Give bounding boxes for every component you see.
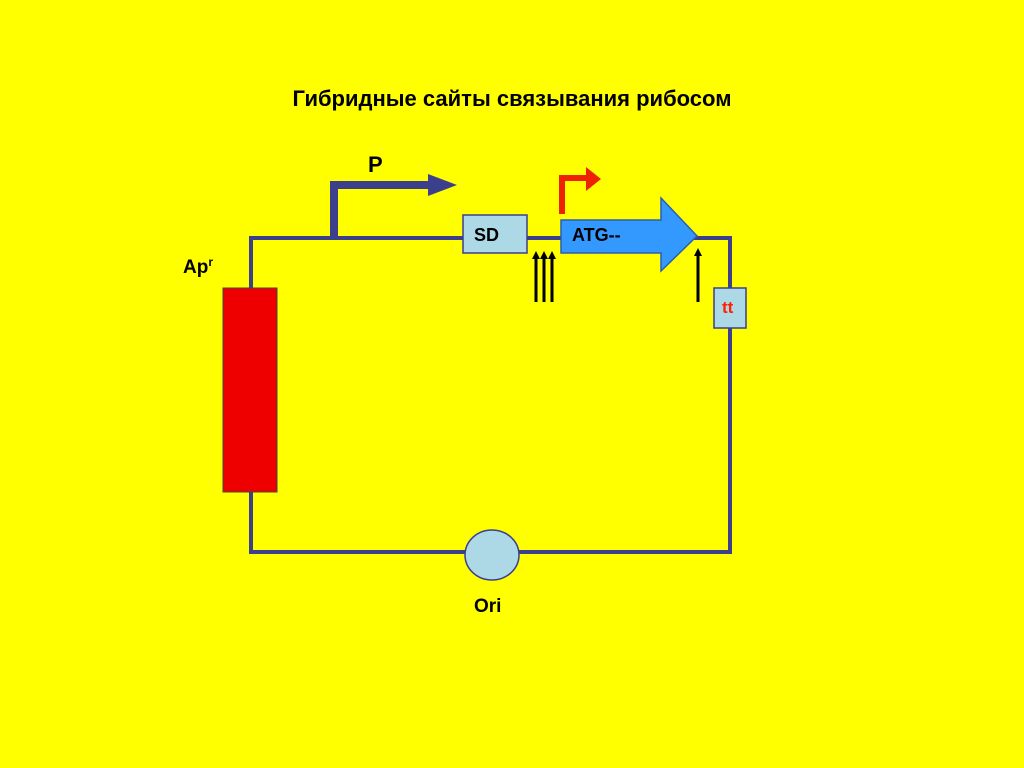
- sd-label: SD: [474, 225, 500, 245]
- resistance-label: Apr: [183, 255, 213, 279]
- new-promoter-arrow-shaft: [559, 175, 588, 214]
- new-promoter-arrow: [559, 167, 601, 214]
- gene-label: ATG--: [572, 225, 621, 245]
- gene-arrow: [560, 196, 699, 273]
- promoter-arrow-head: [428, 174, 457, 196]
- promoter-label: P: [368, 152, 383, 177]
- resistance-label-superscript: r: [208, 255, 213, 269]
- plasmid-backbone: [249, 236, 732, 554]
- promoter-arrow: [330, 174, 457, 238]
- ampicillin-resistance-gene: [222, 287, 278, 493]
- new-promoter-arrow-head: [586, 167, 601, 191]
- promoter-arrow-shaft: [330, 181, 430, 238]
- diagram-title: Гибридные сайты связывания рибосом: [292, 86, 732, 111]
- origin-label: Ori: [474, 596, 502, 617]
- junction-pointer-arrows: [532, 251, 556, 302]
- sd-box: [462, 214, 528, 254]
- plasmid-ring: [249, 236, 732, 554]
- resistance-label-text: Ap: [183, 257, 209, 278]
- terminator-box: [713, 287, 747, 329]
- terminator-label: tt: [722, 298, 734, 317]
- origin-of-replication: [464, 529, 520, 581]
